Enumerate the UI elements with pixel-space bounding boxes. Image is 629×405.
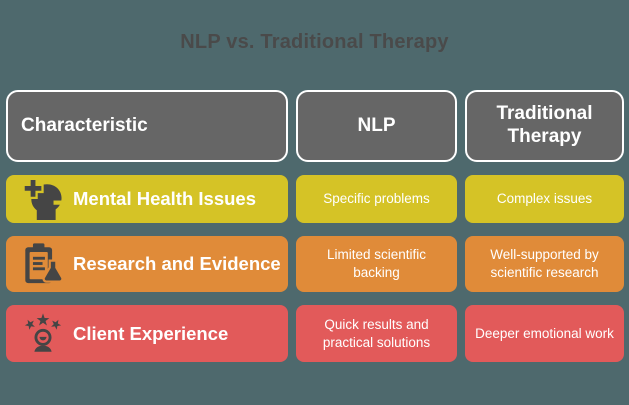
column-header-label: NLP xyxy=(357,114,396,136)
cell-traditional-client: Deeper emotional work xyxy=(465,305,624,362)
column-header-characteristic: Characteristic xyxy=(6,90,288,162)
clipboard-flask-icon xyxy=(21,242,65,286)
head-with-plus-icon xyxy=(21,177,65,221)
row-label-mental-health-issues: Mental Health Issues xyxy=(6,175,288,223)
page-title: NLP vs. Traditional Therapy xyxy=(180,31,449,53)
cell-nlp-mental-health: Specific problems xyxy=(296,175,457,223)
row-label-client-experience: Client Experience xyxy=(6,305,288,362)
cell-nlp-research: Limited scientific backing xyxy=(296,236,457,292)
row-label-text: Client Experience xyxy=(73,322,229,344)
comparison-table: Characteristic NLP Traditional Therapy M… xyxy=(6,90,624,362)
column-header-nlp: NLP xyxy=(296,90,457,162)
cell-nlp-client: Quick results and practical solutions xyxy=(296,305,457,362)
cell-traditional-research: Well-supported by scientific research xyxy=(465,236,624,292)
cell-traditional-mental-health: Complex issues xyxy=(465,175,624,223)
column-header-label: Traditional Therapy xyxy=(496,103,593,147)
row-label-research-and-evidence: Research and Evidence xyxy=(6,236,288,292)
row-label-text: Research and Evidence xyxy=(73,253,281,274)
column-header-traditional-therapy: Traditional Therapy xyxy=(465,90,624,162)
column-header-label: Characteristic xyxy=(21,114,148,136)
person-with-stars-icon xyxy=(21,312,65,356)
row-label-text: Mental Health Issues xyxy=(73,188,257,209)
